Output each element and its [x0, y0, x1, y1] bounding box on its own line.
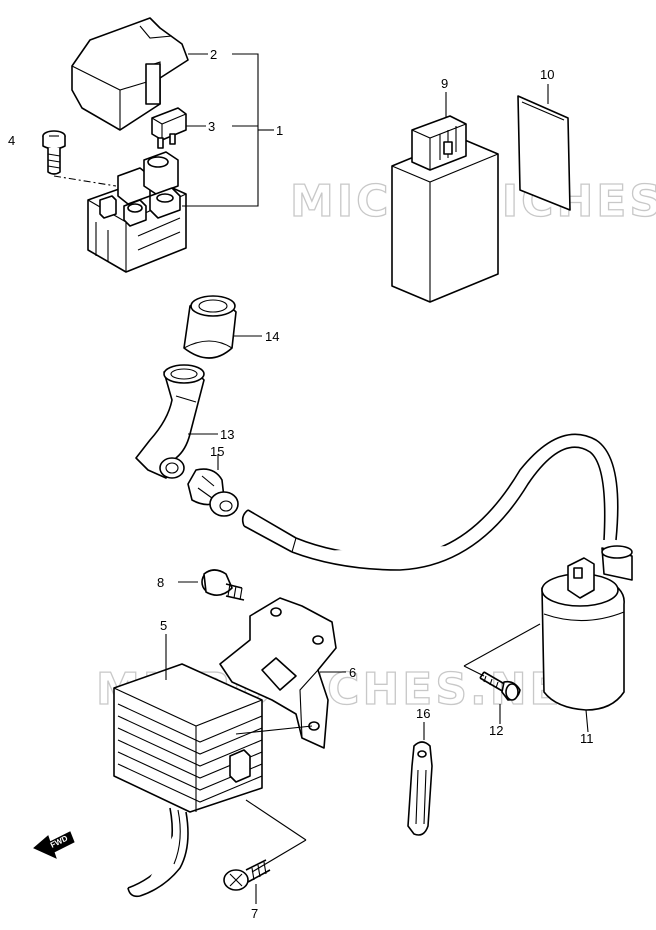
callout-2: 2 — [210, 47, 217, 62]
callout-6: 6 — [349, 665, 356, 680]
cap-seal[interactable] — [187, 468, 239, 517]
callout-9: 9 — [441, 76, 448, 91]
regulator-screw[interactable] — [223, 859, 271, 891]
relay-screw[interactable] — [42, 130, 66, 175]
regulator-bracket[interactable] — [219, 597, 337, 749]
cable-clamp[interactable] — [407, 741, 433, 836]
callout-13: 13 — [220, 427, 234, 442]
bracket-bolt[interactable] — [201, 569, 245, 601]
spark-plug-cap[interactable] — [135, 364, 205, 479]
cdi-unit[interactable] — [391, 115, 499, 303]
starter-relay[interactable] — [87, 151, 187, 273]
high-tension-cord[interactable] — [241, 433, 619, 571]
callout-4: 4 — [8, 133, 15, 148]
callout-12: 12 — [489, 723, 503, 738]
callout-15: 15 — [210, 444, 224, 459]
callout-3: 3 — [208, 119, 215, 134]
callout-14: 14 — [265, 329, 279, 344]
callout-7: 7 — [251, 906, 258, 921]
callout-16: 16 — [416, 706, 430, 721]
callout-8: 8 — [157, 575, 164, 590]
plug-cap-boot[interactable] — [183, 295, 237, 359]
regulator-rectifier[interactable] — [113, 663, 263, 898]
callout-10: 10 — [540, 67, 554, 82]
forward-direction-badge: FWD — [33, 831, 75, 859]
callout-11: 11 — [580, 731, 594, 746]
cdi-label[interactable] — [517, 95, 571, 211]
relay-cover[interactable] — [71, 17, 189, 131]
callout-1: 1 — [276, 123, 283, 138]
callout-5: 5 — [160, 618, 167, 633]
coil-bolt[interactable] — [479, 671, 521, 701]
fuse[interactable] — [151, 107, 187, 149]
ignition-coil[interactable] — [541, 545, 633, 711]
